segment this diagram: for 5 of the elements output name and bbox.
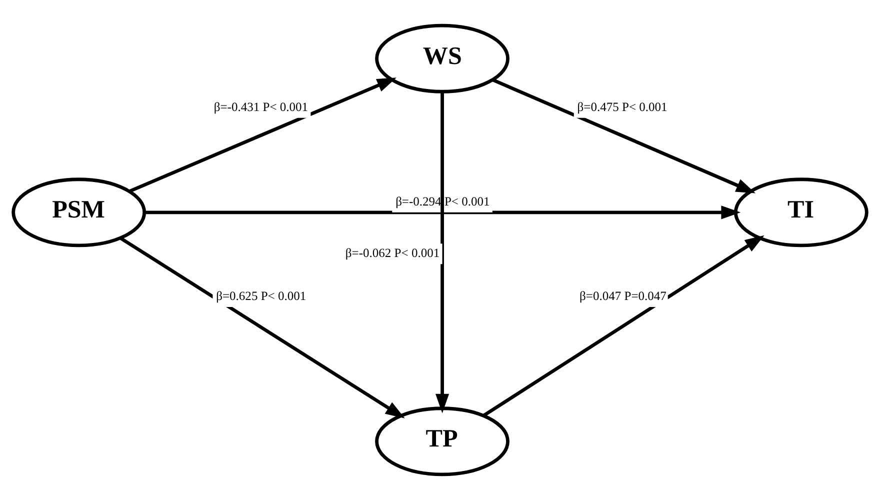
edge-label: β=-0.062 P< 0.001 bbox=[345, 246, 440, 260]
edge-label: β=-0.431 P< 0.001 bbox=[214, 100, 308, 114]
edge-label: β=0.047 P=0.047 bbox=[580, 288, 666, 303]
edge-label: β=0.625 P< 0.001 bbox=[216, 288, 306, 303]
edge-label: β=0.475 P< 0.001 bbox=[577, 100, 668, 114]
